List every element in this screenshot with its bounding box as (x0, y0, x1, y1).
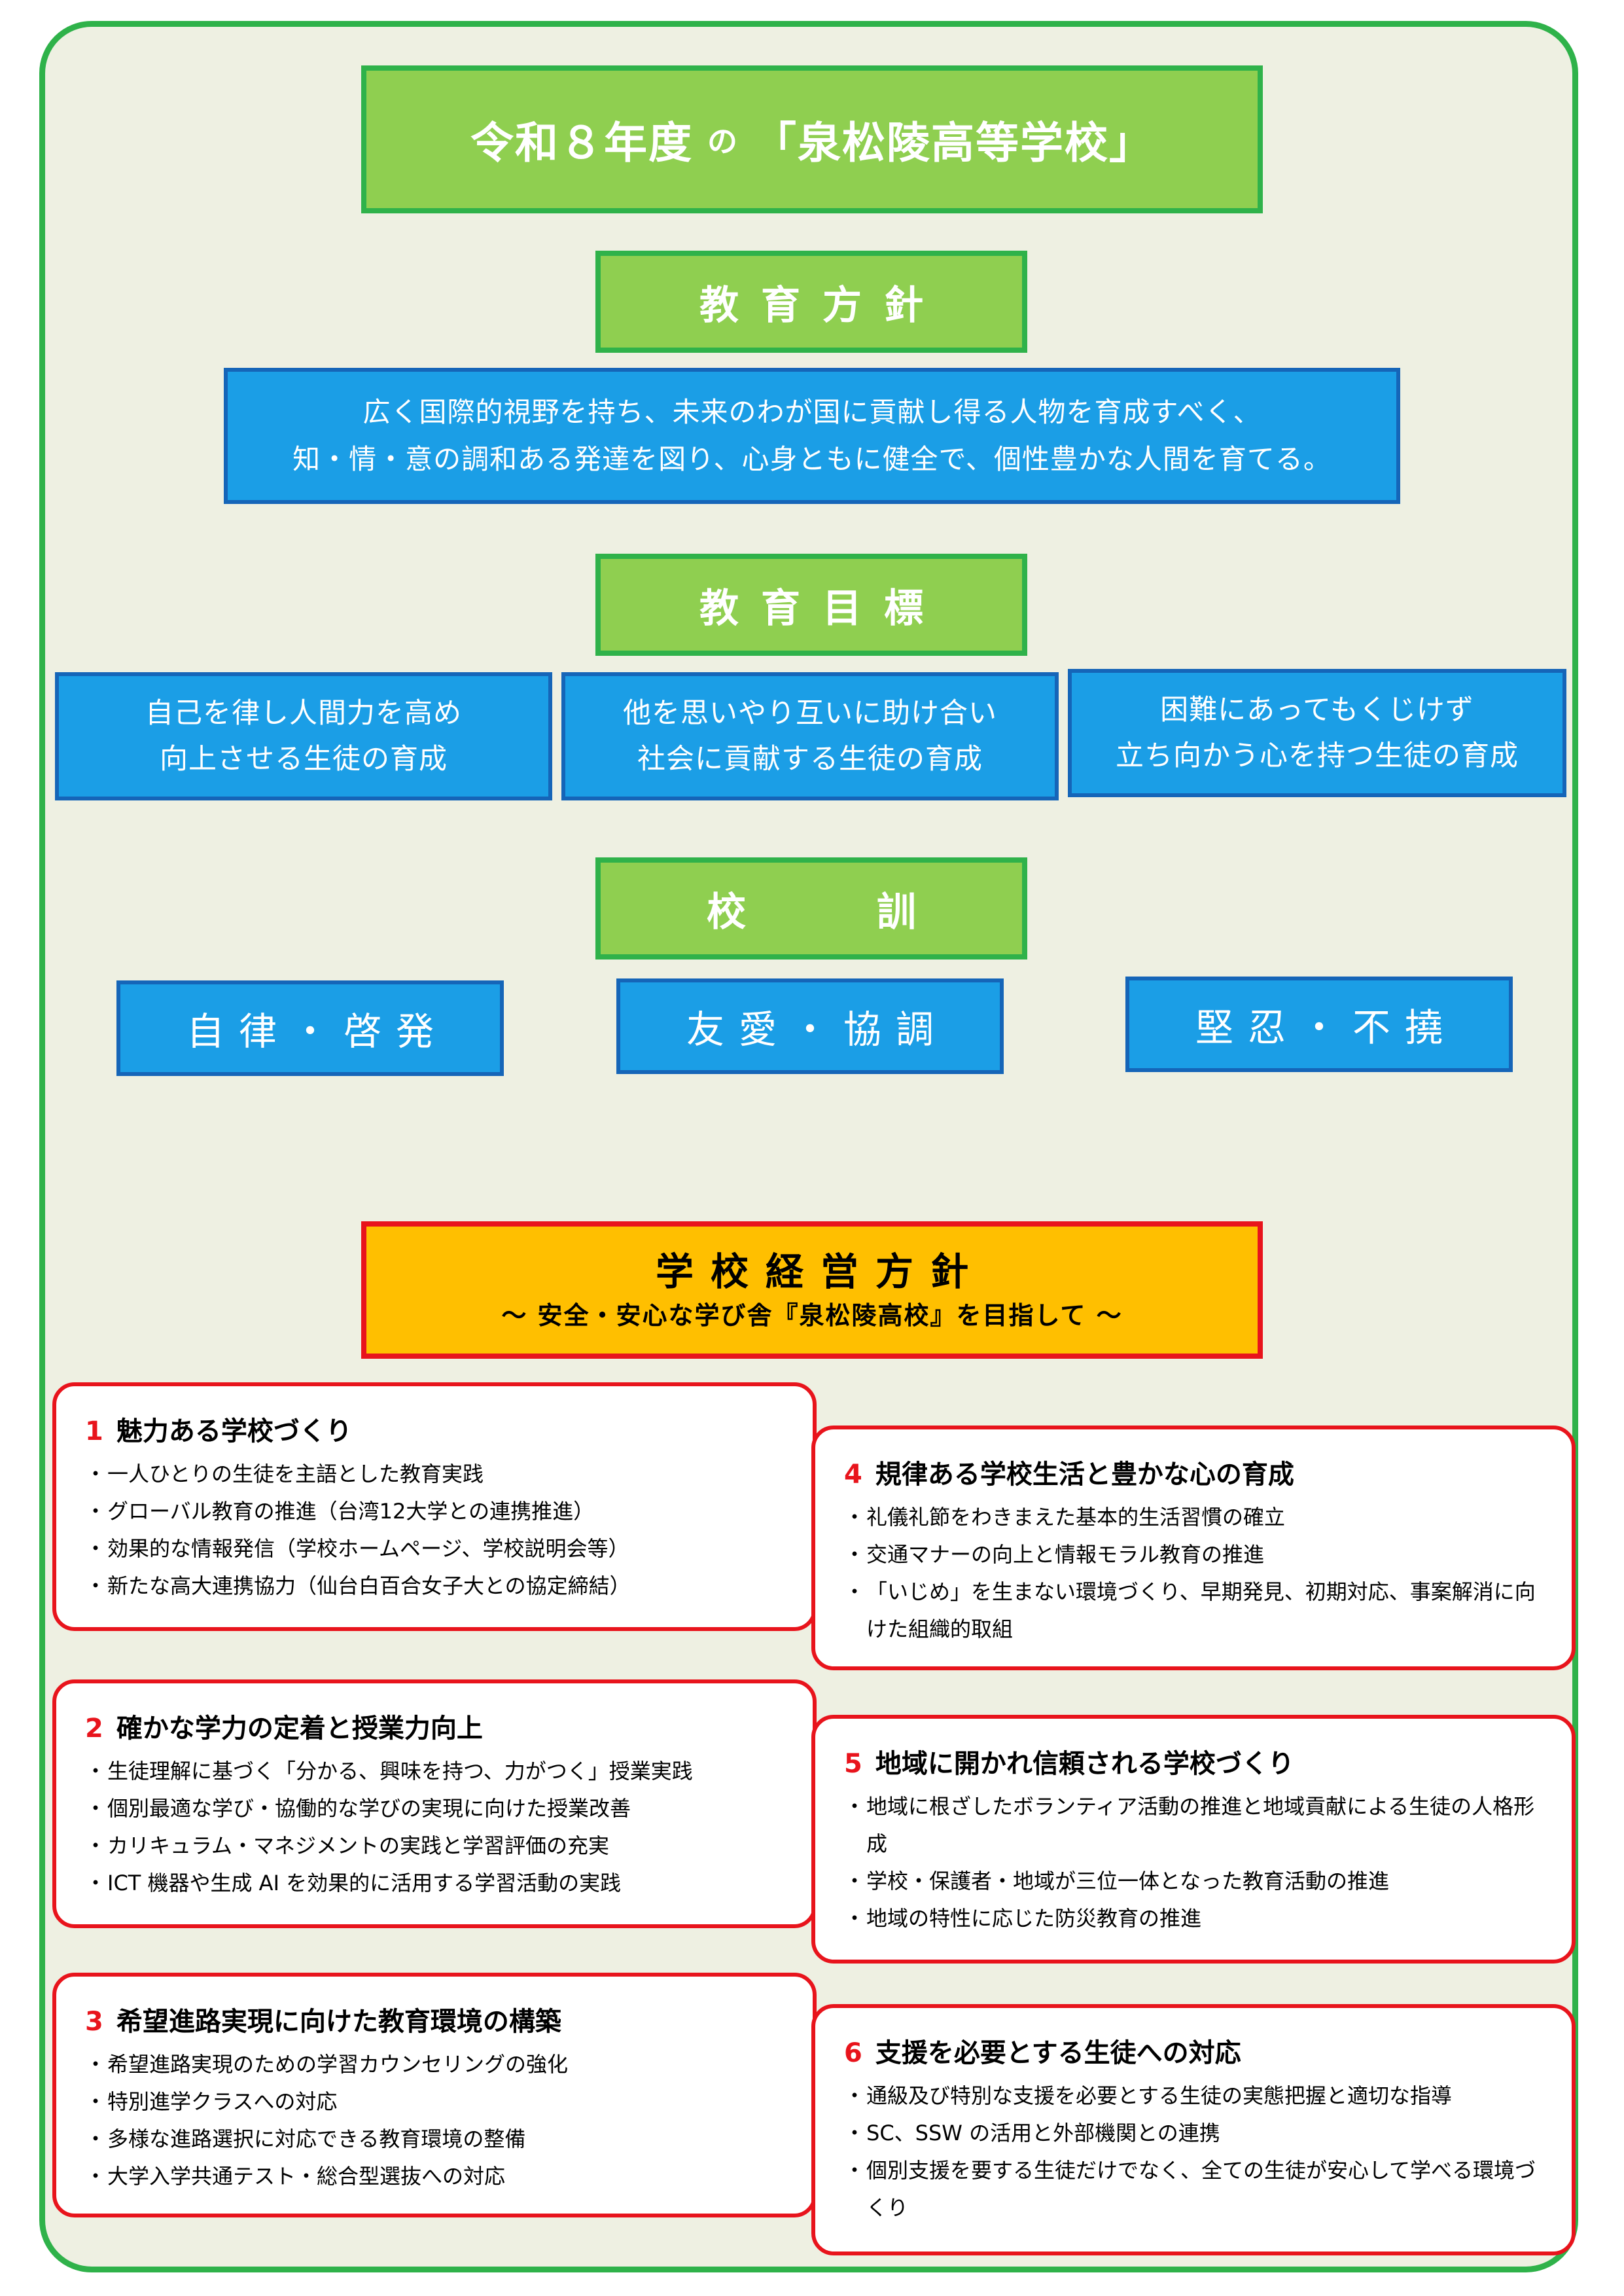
card-title: 1 魅力ある学校づくり (85, 1411, 786, 1452)
goals-heading: 教育目標 (595, 554, 1027, 656)
card-item: 効果的な情報発信（学校ホームページ、学校説明会等） (85, 1530, 786, 1568)
card-item: 通級及び特別な支援を必要とする生徒の実態把握と適切な指導 (844, 2077, 1545, 2115)
card-item: 地域の特性に応じた防災教育の推進 (844, 1900, 1545, 1937)
card-number: 5 (844, 1749, 862, 1779)
motto-heading-right: 訓 (877, 889, 916, 935)
card-item: SC、SSW の活用と外部機関との連携 (844, 2115, 1545, 2152)
card-item: 「いじめ」を生まない環境づくり、早期発見、初期対応、事案解消に向けた組織的取組 (844, 1573, 1545, 1648)
motto-item: 自律・啓発 (116, 980, 504, 1076)
card-item: 個別支援を要する生徒だけでなく、全ての生徒が安心して学べる環境づくり (844, 2152, 1545, 2227)
card-title: 4 規律ある学校生活と豊かな心の育成 (844, 1454, 1545, 1495)
goal-box: 自己を律し人間力を高め 向上させる生徒の育成 (55, 672, 552, 800)
policy-line: 知・情・意の調和ある発達を図り、心身ともに健全で、個性豊かな人間を育てる。 (292, 443, 1332, 475)
card-title-text: 魅力ある学校づくり (116, 1416, 352, 1446)
card-title: 5 地域に開かれ信頼される学校づくり (844, 1744, 1545, 1784)
goal-line: 社会に貢献する生徒の育成 (637, 743, 983, 776)
goal-line: 他を思いやり互いに助け合い (623, 697, 997, 730)
card-item: グローバル教育の推進（台湾12大学との連携推進） (85, 1493, 786, 1530)
card-title: 3 希望進路実現に向けた教育環境の構築 (85, 2001, 786, 2042)
policy-card-3: 3 希望進路実現に向けた教育環境の構築 希望進路実現のための学習カウンセリングの強… (52, 1973, 817, 2217)
policy-heading: 教育方針 (595, 251, 1027, 353)
goal-line: 立ち向かう心を持つ生徒の育成 (1116, 740, 1519, 772)
motto-heading: 校 訓 (595, 857, 1027, 960)
policy-card-2: 2 確かな学力の定着と授業力向上 生徒理解に基づく「分かる、興味を持つ、力がつく」… (52, 1679, 817, 1928)
goal-line: 向上させる生徒の育成 (160, 743, 448, 776)
card-item: 多様な進路選択に対応できる教育環境の整備 (85, 2121, 786, 2158)
title-particle: の (707, 124, 739, 159)
card-item: 大学入学共通テスト・総合型選抜への対応 (85, 2158, 786, 2195)
card-title-text: 支援を必要とする生徒への対応 (875, 2038, 1241, 2068)
card-item: 地域に根ざしたボランティア活動の推進と地域貢献による生徒の人格形成 (844, 1788, 1545, 1863)
card-number: 1 (85, 1416, 103, 1446)
policy-card-6: 6 支援を必要とする生徒への対応 通級及び特別な支援を必要とする生徒の実態把握と適… (811, 2004, 1576, 2255)
card-title-text: 希望進路実現に向けた教育環境の構築 (116, 2007, 561, 2037)
policy-card-1: 1 魅力ある学校づくり 一人ひとりの生徒を主語とした教育実践 グローバル教育の推進… (52, 1382, 817, 1631)
document-title: 令和８年度 の 「泉松陵高等学校」 (361, 65, 1263, 213)
policy-card-4: 4 規律ある学校生活と豊かな心の育成 礼儀礼節をわきまえた基本的生活習慣の確立 交… (811, 1426, 1576, 1670)
card-title: 2 確かな学力の定着と授業力向上 (85, 1708, 786, 1749)
policy-statement: 広く国際的視野を持ち、未来のわが国に貢献し得る人物を育成すべく、 知・情・意の調… (224, 368, 1400, 504)
card-number: 6 (844, 2038, 862, 2068)
motto-item: 堅忍・不撓 (1125, 977, 1513, 1072)
card-item: 特別進学クラスへの対応 (85, 2083, 786, 2121)
policy-card-5: 5 地域に開かれ信頼される学校づくり 地域に根ざしたボランティア活動の推進と地域貢… (811, 1715, 1576, 1964)
card-number: 4 (844, 1460, 862, 1490)
goal-line: 自己を律し人間力を高め (145, 697, 462, 730)
title-year: 令和８年度 (470, 118, 693, 168)
policy-line: 広く国際的視野を持ち、未来のわが国に貢献し得る人物を育成すべく、 (362, 396, 1262, 428)
card-title: 6 支援を必要とする生徒への対応 (844, 2033, 1545, 2073)
card-item: 礼儀礼節をわきまえた基本的生活習慣の確立 (844, 1499, 1545, 1536)
card-title-text: 地域に開かれ信頼される学校づくり (875, 1749, 1294, 1779)
card-item: 生徒理解に基づく「分かる、興味を持つ、力がつく」授業実践 (85, 1753, 786, 1790)
card-item: 希望進路実現のための学習カウンセリングの強化 (85, 2046, 786, 2083)
card-item: 交通マナーの向上と情報モラル教育の推進 (844, 1536, 1545, 1573)
card-item: 新たな高大連携協力（仙台白百合女子大との協定締結） (85, 1568, 786, 1605)
title-school: 「泉松陵高等学校」 (753, 118, 1154, 168)
goal-line: 困難にあってもくじけず (1160, 694, 1474, 726)
management-title: 学校経営方針 (655, 1249, 985, 1294)
card-number: 2 (85, 1713, 103, 1744)
card-item: カリキュラム・マネジメントの実践と学習評価の充実 (85, 1827, 786, 1865)
card-title-text: 規律ある学校生活と豊かな心の育成 (875, 1460, 1294, 1490)
card-item: 学校・保護者・地域が三位一体となった教育活動の推進 (844, 1863, 1545, 1900)
motto-item: 友愛・協調 (616, 978, 1004, 1074)
management-header: 学校経営方針 ～ 安全・安心な学び舎『泉松陵高校』を目指して ～ (361, 1221, 1263, 1359)
management-subtitle: ～ 安全・安心な学び舎『泉松陵高校』を目指して ～ (501, 1301, 1123, 1330)
card-number: 3 (85, 2007, 103, 2037)
card-title-text: 確かな学力の定着と授業力向上 (116, 1713, 483, 1744)
goal-box: 困難にあってもくじけず 立ち向かう心を持つ生徒の育成 (1068, 669, 1566, 797)
goal-box: 他を思いやり互いに助け合い 社会に貢献する生徒の育成 (561, 672, 1059, 800)
motto-heading-left: 校 (707, 889, 746, 935)
card-item: ICT 機器や生成 AI を効果的に活用する学習活動の実践 (85, 1865, 786, 1902)
card-item: 個別最適な学び・協働的な学びの実現に向けた授業改善 (85, 1790, 786, 1827)
card-item: 一人ひとりの生徒を主語とした教育実践 (85, 1456, 786, 1493)
